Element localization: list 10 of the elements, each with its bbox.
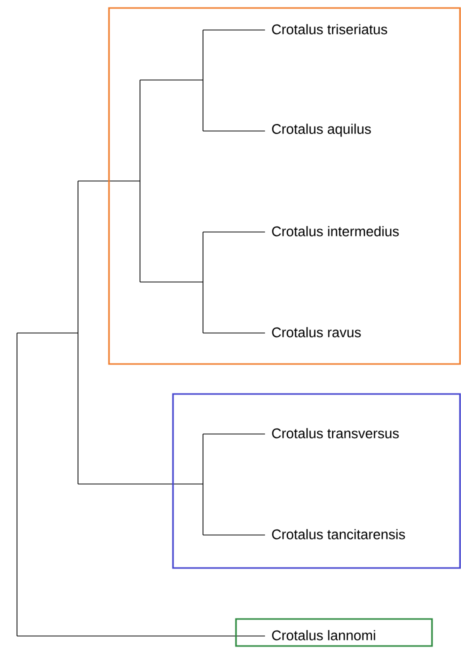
taxon-label: Crotalus tancitarensis — [272, 529, 405, 540]
taxon-label: Crotalus intermedius — [272, 226, 399, 236]
clade-box — [108, 7, 461, 365]
clade-box — [235, 618, 433, 647]
clade-box — [172, 393, 461, 569]
taxon-label: Crotalus aquilus — [272, 124, 371, 137]
taxon-label: Crotalus transversus — [272, 428, 399, 438]
taxon-label: Crotalus triseriatus — [272, 24, 388, 34]
taxon-label: Crotalus lannomi — [272, 630, 376, 640]
taxon-label: Crotalus ravus — [272, 327, 361, 338]
